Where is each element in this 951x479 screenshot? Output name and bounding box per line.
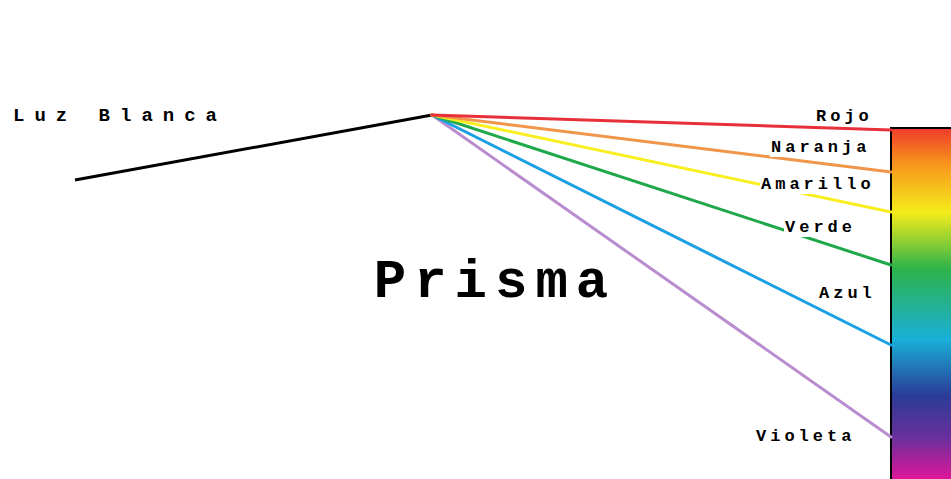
color-label: Violeta bbox=[755, 427, 856, 446]
color-label: Naranja bbox=[770, 138, 871, 157]
color-label: Verde bbox=[784, 218, 857, 237]
prism-label: Prisma bbox=[374, 256, 616, 310]
blue-ray bbox=[432, 115, 891, 345]
label-holder: Rojo bbox=[815, 108, 874, 126]
light-source-label: Luz Blanca bbox=[12, 105, 228, 127]
label-holder: Amarillo bbox=[760, 176, 876, 194]
label-holder: Azul bbox=[818, 285, 877, 303]
spectrum-bar bbox=[891, 128, 951, 479]
prism-shape: Prisma bbox=[350, 0, 640, 320]
label-holder: Luz Blanca bbox=[12, 107, 228, 127]
color-label: Amarillo bbox=[760, 175, 876, 194]
yellow-ray bbox=[432, 115, 891, 212]
prism-outline bbox=[355, 5, 635, 248]
green-ray bbox=[432, 115, 891, 265]
label-holder: Verde bbox=[784, 219, 857, 237]
color-label: Rojo bbox=[815, 107, 874, 126]
label-holder: Naranja bbox=[770, 139, 871, 157]
color-label: Azul bbox=[818, 284, 877, 303]
label-holder: Violeta bbox=[755, 428, 856, 446]
